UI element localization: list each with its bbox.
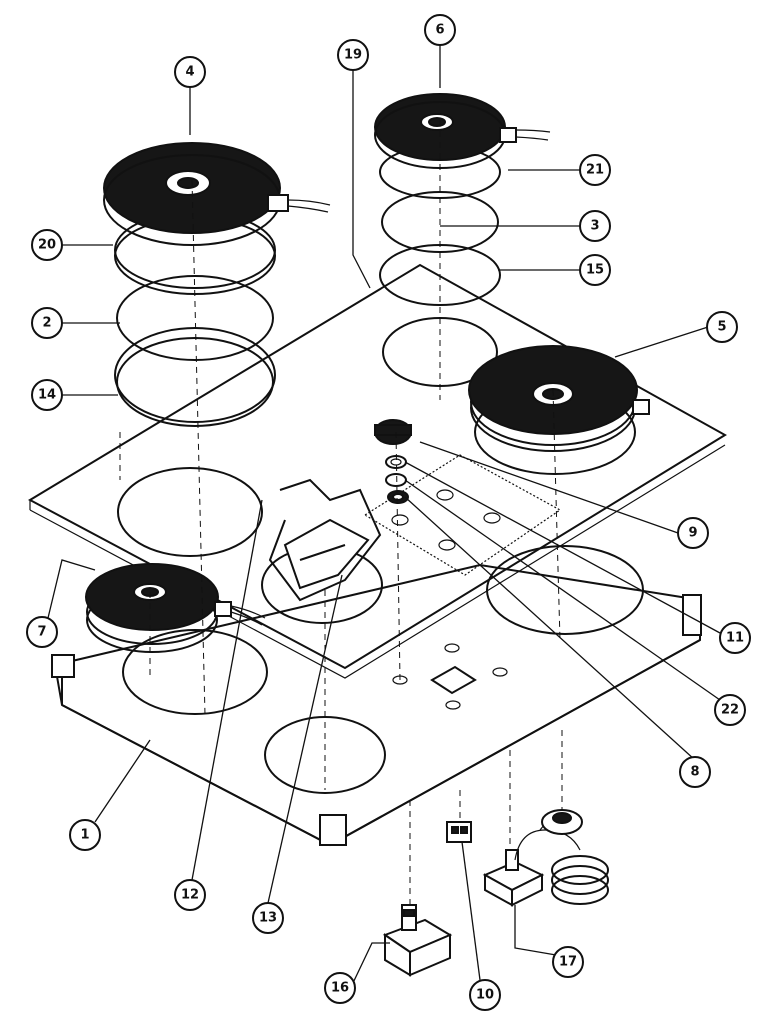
callout-4: 4 <box>174 56 206 88</box>
alignment-lines <box>119 120 563 905</box>
callout-12-label: 12 <box>181 888 199 903</box>
burner-7 <box>85 563 266 653</box>
callout-6-label: 6 <box>435 23 444 38</box>
callout-14-label: 14 <box>38 388 56 403</box>
callout-8: 8 <box>679 756 711 788</box>
control-knob-assembly <box>374 419 412 504</box>
switch-10 <box>446 821 472 843</box>
callout-15-label: 15 <box>586 263 604 278</box>
thermostat-17 <box>482 809 609 907</box>
leader-lines <box>47 44 721 986</box>
callout-20-label: 20 <box>38 238 56 253</box>
callout-17-label: 17 <box>559 955 577 970</box>
callout-11-label: 11 <box>726 631 744 646</box>
callout-11: 11 <box>719 622 751 654</box>
callout-19-label: 19 <box>344 48 362 63</box>
callout-5-label: 5 <box>717 320 726 335</box>
callout-5: 5 <box>706 311 738 343</box>
base-pan <box>51 545 702 847</box>
callout-22-label: 22 <box>721 703 739 718</box>
callout-7-label: 7 <box>37 625 46 640</box>
callout-2-label: 2 <box>42 316 51 331</box>
callout-2: 2 <box>31 307 63 339</box>
callout-3: 3 <box>579 210 611 242</box>
center-bracket <box>283 518 370 590</box>
callout-16-label: 16 <box>331 981 349 996</box>
callout-21: 21 <box>579 154 611 186</box>
callout-3-label: 3 <box>590 219 599 234</box>
burner-6-stack <box>374 93 551 306</box>
callout-20: 20 <box>31 229 63 261</box>
callout-7: 7 <box>26 616 58 648</box>
callout-10-label: 10 <box>476 988 494 1003</box>
burner-5 <box>468 345 650 452</box>
callout-13: 13 <box>252 902 284 934</box>
callout-13-label: 13 <box>259 911 277 926</box>
callout-10: 10 <box>469 979 501 1011</box>
callout-6: 6 <box>424 14 456 46</box>
callout-4-label: 4 <box>185 65 194 80</box>
callout-8-label: 8 <box>690 765 699 780</box>
callout-19: 19 <box>337 39 369 71</box>
callout-12: 12 <box>174 879 206 911</box>
callout-9: 9 <box>677 517 709 549</box>
callout-1-label: 1 <box>80 828 89 843</box>
callout-15: 15 <box>579 254 611 286</box>
callout-1: 1 <box>69 819 101 851</box>
callout-21-label: 21 <box>586 163 604 178</box>
infinite-switch-16 <box>382 904 453 977</box>
burner-4-stack <box>103 142 331 427</box>
callout-9-label: 9 <box>688 526 697 541</box>
callout-17: 17 <box>552 946 584 978</box>
callout-16: 16 <box>324 972 356 1004</box>
callout-14: 14 <box>31 379 63 411</box>
callout-22: 22 <box>714 694 746 726</box>
